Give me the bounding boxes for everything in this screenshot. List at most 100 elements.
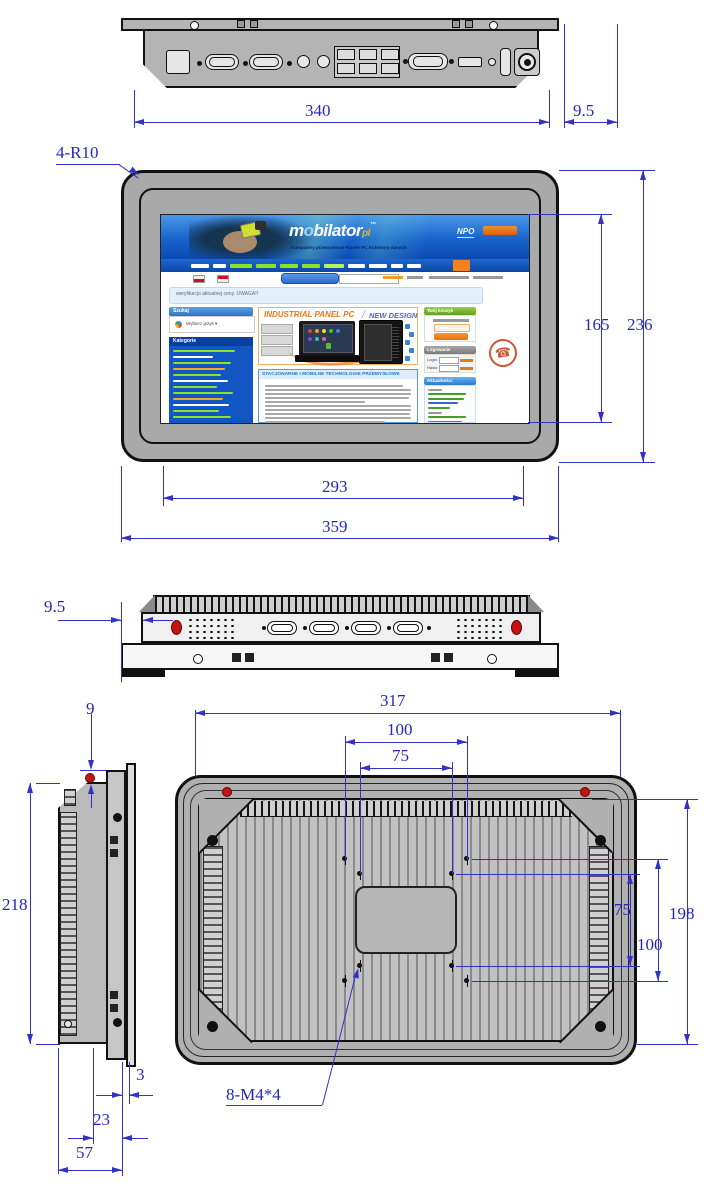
screw-icon — [488, 58, 496, 66]
screw-icon — [113, 1018, 122, 1027]
antenna-bracket — [500, 48, 511, 76]
site-tagline: Komputery przemysłowe Panele PC Kolektor… — [291, 245, 407, 250]
clamp-block-icon — [245, 653, 254, 662]
password-label: Hasło: — [427, 365, 439, 370]
usb-port — [381, 49, 399, 60]
categories-menu — [169, 346, 253, 423]
dsub-port-inner — [397, 624, 419, 632]
dim-back-height: 218 — [2, 895, 28, 914]
text-bar — [173, 415, 231, 418]
password-input — [439, 365, 459, 372]
flag-poland-icon — [193, 275, 205, 283]
text-bar — [173, 385, 217, 388]
cart-header-text: Twój koszyk — [427, 307, 454, 313]
login-header-text: Logowanie — [427, 346, 451, 352]
view-cart-button — [434, 324, 470, 332]
news-items — [425, 388, 475, 422]
side-comb-right — [589, 846, 609, 1018]
dim-vesa-w100: 100 — [387, 720, 413, 739]
power-led-icon — [171, 620, 182, 635]
corner-screw-icon — [595, 835, 606, 846]
phone-icon: ☎ — [493, 343, 513, 362]
android-icon — [326, 343, 331, 349]
tablet-device — [295, 321, 359, 362]
text-bar — [191, 263, 209, 268]
case-door — [364, 324, 392, 361]
dim-depth-box: 23 — [93, 1110, 110, 1129]
text-bar — [173, 349, 235, 352]
text-bar — [265, 397, 409, 399]
side-vent-top — [64, 789, 76, 806]
display-screen: mobilatorpl™ Komputery przemysłowe Panel… — [160, 214, 530, 424]
dim-vesa-h100: 100 — [637, 935, 663, 954]
clamp-block-icon — [110, 836, 118, 844]
text-bar — [391, 263, 403, 268]
led-hole-icon — [197, 61, 202, 66]
text-bar — [173, 403, 229, 406]
vga-port-inner — [209, 57, 235, 67]
categories-header-text: Kategorie — [173, 338, 197, 344]
app-icon — [322, 337, 326, 341]
text-bar — [428, 416, 466, 419]
text-bar — [302, 263, 320, 268]
text-bar — [173, 373, 221, 376]
dim-panel-width: 359 — [322, 517, 348, 536]
clamp-block-icon — [232, 653, 241, 662]
nav-shop-button — [453, 260, 470, 271]
rear-ring-3 — [190, 790, 622, 1050]
login-link-bar — [460, 359, 473, 362]
dim-vesa-thread: 8-M4*4 — [226, 1085, 281, 1104]
audio-jack-icon — [297, 55, 310, 68]
dim-panel-height: 236 — [627, 315, 653, 334]
promo-banner: INDUSTRIAL PANEL PC / NEW DESIGN — [258, 307, 418, 371]
banner-title: INDUSTRIAL PANEL PC — [264, 310, 355, 319]
vent-holes — [455, 617, 503, 640]
text-bar — [369, 263, 387, 268]
text-bar — [428, 393, 466, 396]
vesa-hole — [342, 978, 347, 983]
search-panel-header: Szukaj — [169, 307, 253, 316]
clamp-block-icon — [110, 991, 118, 999]
app-icon — [322, 329, 326, 333]
app-icon — [315, 329, 319, 333]
text-bar — [265, 413, 410, 415]
login-input — [439, 357, 459, 364]
dim-screen-width: 293 — [322, 477, 348, 496]
social-icon — [409, 332, 414, 337]
clamp-slot-icon — [452, 20, 460, 28]
dim-rear-width: 317 — [380, 691, 406, 710]
comb-end-wedge — [528, 595, 544, 612]
clamp-block-icon — [110, 849, 118, 857]
clamp-slot-icon — [250, 20, 258, 28]
login-header: Logowanie — [424, 346, 476, 354]
info-text-bar — [473, 276, 503, 279]
hdmi-port — [458, 57, 482, 67]
top-comb — [240, 801, 572, 817]
text-bar — [265, 385, 403, 387]
screw-hole-icon — [243, 61, 248, 66]
screw-icon — [489, 21, 498, 30]
categories-header: Kategorie — [169, 337, 253, 346]
register-link-bar — [460, 367, 473, 370]
news-header: Aktualności — [424, 377, 476, 385]
app-icon — [336, 329, 340, 333]
corner-screw-icon — [207, 835, 218, 846]
serial-port-inner — [253, 57, 279, 67]
speaker-dot-icon — [580, 787, 590, 797]
banner-slash: / — [362, 310, 365, 321]
text-bar — [407, 263, 421, 268]
dim-back-top: 9 — [86, 699, 95, 718]
vesa-hole — [342, 856, 347, 861]
case-vents — [392, 325, 399, 358]
clamp-slot-icon — [237, 20, 245, 28]
vent-holes — [187, 617, 235, 640]
article-header: STACJONARNE I MOBILNE TECHNOLOGIE PRZEMY… — [259, 370, 417, 379]
heatsink-comb — [153, 595, 530, 612]
dsub-port-inner — [313, 624, 335, 632]
text-bar — [428, 402, 458, 405]
usb-port — [337, 49, 355, 60]
scanner-head — [255, 221, 266, 230]
banner-label-box — [261, 346, 293, 356]
corner-screw-icon — [207, 1021, 218, 1032]
article-paragraphs — [265, 383, 413, 423]
